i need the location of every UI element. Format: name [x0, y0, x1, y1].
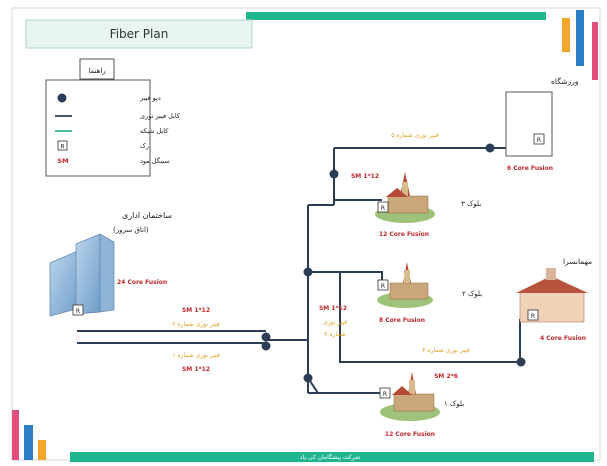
cable-5-label: فیبر نوری شماره ۵ [391, 132, 439, 139]
rack-icon [377, 201, 389, 213]
block1-building: R بلوک ۱ 12 Core Fusion [379, 372, 464, 438]
gym-name: ورزشگاه [551, 77, 579, 86]
guesthouse-building: R مهمانسرا 4 Core Fusion [516, 257, 592, 342]
cable-3-sm: SM 1*12 [351, 173, 379, 180]
sm-text: SM [57, 157, 68, 165]
dot-icon [261, 332, 271, 342]
dot-icon [303, 267, 313, 277]
cable-4-sm: SM 2*6 [434, 373, 458, 380]
dot-icon [485, 143, 495, 153]
legend-item-label: کابل فیبر نوری [140, 112, 181, 120]
legend: راهنما دپو فیبر کابل فیبر نوری کابل شبکه… [45, 58, 181, 177]
rack-icon [533, 133, 545, 145]
gym-fusion: 6 Core Fusion [507, 165, 553, 172]
block3-tower [402, 182, 408, 196]
rack-icon-glyph: R [531, 313, 535, 320]
footer-bar [70, 452, 594, 462]
cable-3-label-a: فیبر نوری [323, 319, 347, 326]
legend-heading: راهنما [88, 67, 105, 75]
block2-building: R بلوک ۲ 8 Core Fusion [377, 262, 482, 324]
cable-2-sm: SM 1*12 [182, 307, 210, 314]
block2-tower [404, 270, 410, 283]
block2-body [389, 282, 429, 300]
dot-icon [516, 357, 526, 367]
page-title: Fiber Plan [110, 27, 169, 41]
block3-name: بلوک ۳ [461, 200, 481, 208]
block2-name: بلوک ۲ [462, 290, 482, 298]
rack-icon [72, 304, 84, 316]
block3-building: R بلوک ۳ 12 Core Fusion [375, 172, 481, 238]
block1-tower [409, 380, 415, 394]
rack-icon-glyph: R [381, 205, 385, 212]
legend-item-label: کابل شبکه [140, 127, 169, 135]
rack-icon-glyph: R [60, 144, 64, 151]
top-pink-bar [592, 22, 598, 80]
top-orange-bar [562, 18, 570, 52]
rack-icon-glyph: R [383, 391, 387, 398]
bottom-blue-bar [24, 425, 33, 460]
block1-body [393, 393, 435, 412]
admin-fusion: 24 Core Fusion [117, 279, 167, 286]
legend-item-label: دپو فیبر [139, 94, 161, 102]
rack-icon-glyph: R [381, 283, 385, 290]
block1-roof [392, 386, 412, 395]
block1-name: بلوک ۱ [444, 400, 464, 408]
guesthouse-roof [516, 276, 588, 293]
cable-labels: فیبر نوری شماره ۵ SM 1*12 SM 1*12 فیبر ن… [172, 132, 470, 380]
title-box [25, 19, 253, 49]
guesthouse-chimney [546, 268, 556, 280]
legend-item-label: رک [140, 142, 149, 150]
rack-icon [379, 387, 391, 399]
dot-icon [57, 93, 67, 103]
rack-icon [527, 309, 539, 321]
top-blue-bar [576, 10, 584, 66]
block3-body [387, 195, 429, 214]
block3-roof [386, 188, 408, 197]
block1-fusion: 12 Core Fusion [385, 431, 435, 438]
cable-3-label-b: شماره ۳ [324, 331, 346, 338]
top-accent-bar [246, 12, 546, 20]
dot-icon [329, 169, 339, 179]
admin-name: ساختمان اداری [122, 211, 172, 220]
rack-icon [377, 279, 389, 291]
fiber-to-block3 [333, 186, 382, 201]
dot-icon [303, 373, 313, 383]
tower-right-side [99, 233, 115, 313]
bottom-orange-bar [38, 440, 46, 460]
cable-1-sm: SM 1*12 [182, 366, 210, 373]
dot-icon [261, 341, 271, 351]
cable-4-label: فیبر نوری شماره ۴ [422, 347, 470, 354]
cable-3-sm-mid: SM 1*12 [319, 305, 347, 312]
rack-icon-glyph: R [76, 308, 80, 315]
admin-building: R ساختمان اداری (اتاق سرور) 24 Core Fusi… [49, 211, 172, 317]
admin-sub: (اتاق سرور) [113, 226, 149, 234]
legend-heading-box [79, 58, 115, 80]
block3-fusion: 12 Core Fusion [379, 231, 429, 238]
bottom-pink-bar [12, 410, 19, 460]
gym-building: R ورزشگاه 6 Core Fusion [505, 77, 579, 172]
legend-item-label: سینگل مود [140, 157, 170, 165]
footer-text: شرکت پیشگامان کی یاد [300, 453, 360, 461]
guesthouse-name: مهمانسرا [563, 257, 592, 266]
gym-outline [505, 91, 553, 157]
cable-1-label: فیبر نوری شماره ۱ [172, 352, 220, 359]
rack-icon-glyph: R [537, 137, 541, 144]
rack-icon [57, 140, 68, 151]
block2-fusion: 8 Core Fusion [379, 317, 425, 324]
guesthouse-fusion: 4 Core Fusion [540, 335, 586, 342]
splice-points [261, 143, 526, 383]
tower-right [75, 233, 101, 315]
cable-2-label: فیبر نوری شماره ۲ [172, 321, 220, 328]
